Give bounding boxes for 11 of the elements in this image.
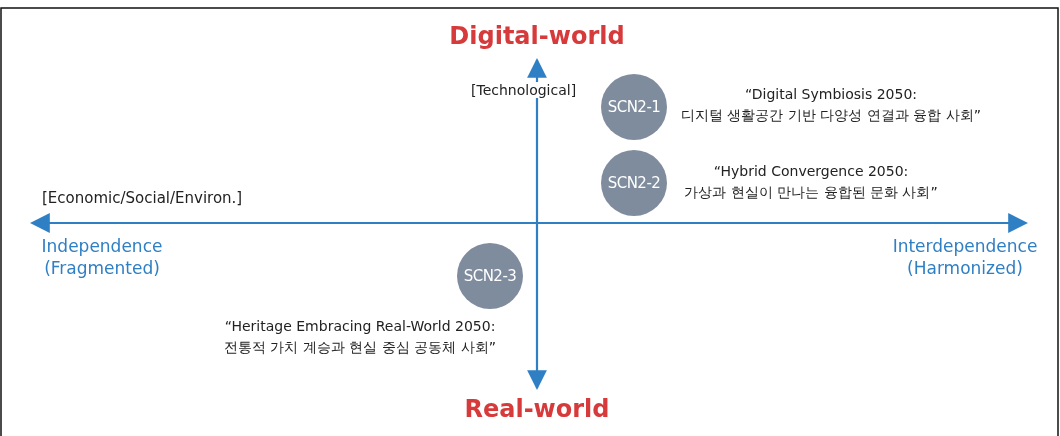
scenario-caption: “Heritage Embracing Real-World 2050: 전통적 가치 계승과 현실 중심 공동체 사회” xyxy=(223,317,497,357)
axis-end-label: Independence (Fragmented) xyxy=(40,235,164,279)
axis-title: Real-world xyxy=(464,395,610,423)
scenario-circle: SCN2-3 xyxy=(457,243,523,309)
scenario-circle: SCN2-2 xyxy=(601,150,667,216)
axis-title: Digital-world xyxy=(449,22,625,50)
scenario-circle: SCN2-1 xyxy=(601,74,667,140)
axis-end-label: Interdependence (Harmonized) xyxy=(891,235,1039,279)
scenario-caption: “Hybrid Convergence 2050: 가상과 현실이 만나는 융합된 문화 사회” xyxy=(683,162,939,202)
scenario-caption: “Digital Symbiosis 2050: 디지털 생활공간 기반 다양성 연결과 융합 사회” xyxy=(680,85,982,125)
axis-note: [Economic/Social/Environ.] xyxy=(42,189,243,207)
